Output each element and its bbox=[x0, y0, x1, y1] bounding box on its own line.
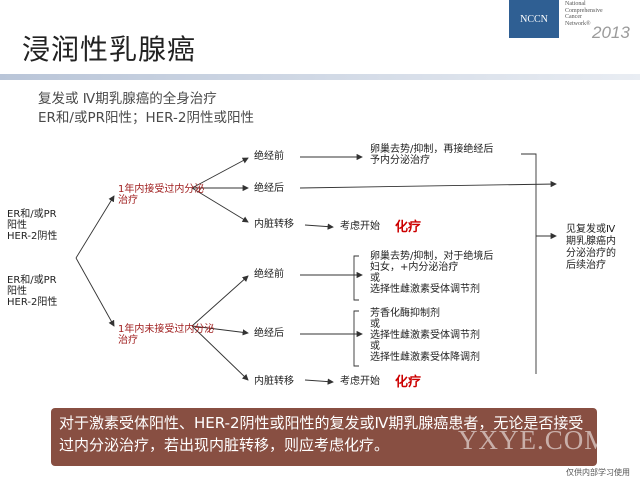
result-lower-premenopausal: 卵巢去势/抑制，对于绝境后 妇女，+内分泌治疗 或 选择性雌激素受体调节剂 bbox=[370, 251, 494, 295]
result-upper-premenopausal: 卵巢去势/抑制，再接绝经后 予内分泌治疗 bbox=[370, 144, 494, 166]
subtitle-line-2: ER和/或PR阳性；HER-2阴性或阳性 bbox=[38, 110, 254, 126]
watermark-text: YXYE.COM bbox=[458, 425, 610, 455]
node-upper-premenopausal: 绝经前 bbox=[254, 151, 284, 162]
highlight-chemo-upper: 化疗 bbox=[395, 220, 422, 235]
subtitle-line-1: 复发或 Ⅳ期乳腺癌的全身治疗 bbox=[38, 91, 217, 107]
node-upper-postmenopausal: 绝经后 bbox=[254, 183, 284, 194]
guideline-year: 2013 bbox=[592, 23, 630, 42]
bracket-lower-pre bbox=[353, 255, 359, 301]
bracket-lower-post bbox=[353, 310, 359, 367]
title-divider bbox=[0, 74, 640, 80]
branch-no-endocrine-within-year: 1年内未接受过内分泌 治疗 bbox=[118, 324, 215, 346]
connector-root-upper bbox=[75, 195, 115, 259]
nccn-logo-box: NCCN bbox=[509, 0, 559, 38]
nccn-org-name: National Comprehensive Cancer Network® bbox=[565, 1, 603, 27]
connector-upper-visceral bbox=[191, 187, 249, 223]
node-lower-postmenopausal: 绝经后 bbox=[254, 328, 284, 339]
highlight-chemo-lower: 化疗 bbox=[395, 375, 422, 390]
footer-note: 仅供内部学习使用 bbox=[566, 468, 630, 477]
connector-lower-pre bbox=[191, 275, 249, 327]
bracket-right bbox=[521, 153, 537, 374]
connector-upper-post-result bbox=[299, 180, 557, 189]
slide-subtitle: 复发或 Ⅳ期乳腺癌的全身治疗 ER和/或PR阳性；HER-2阴性或阳性 bbox=[38, 90, 254, 128]
branch-endocrine-within-year: 1年内接受过内分泌 治疗 bbox=[118, 184, 205, 206]
node-lower-visceral: 内脏转移 bbox=[254, 376, 294, 387]
page-title: 浸润性乳腺癌 bbox=[22, 33, 197, 66]
result-lower-visceral: 考虑开始 bbox=[340, 376, 380, 387]
node-lower-premenopausal: 绝经前 bbox=[254, 269, 284, 280]
result-lower-postmenopausal: 芳香化酶抑制剂 或 选择性雌激素受体调节剂 或 选择性雌激素受体降调剂 bbox=[370, 308, 480, 363]
connector-upper-visceral-result bbox=[304, 223, 334, 230]
root-label-her2-positive: ER和/或PR 阳性 HER-2阳性 bbox=[7, 275, 58, 308]
followup-therapy-note: 见复发或Ⅳ 期乳腺癌内 分泌治疗的 后续治疗 bbox=[566, 224, 616, 271]
nccn-logo: NCCN National Comprehensive Cancer Netwo… bbox=[509, 0, 640, 46]
connector-lower-visceral bbox=[191, 325, 249, 381]
connector-lower-visceral-result bbox=[304, 378, 334, 385]
node-upper-visceral: 内脏转移 bbox=[254, 219, 294, 230]
result-upper-visceral: 考虑开始 bbox=[340, 221, 380, 232]
connector-upper-pre bbox=[191, 157, 249, 189]
connector-lower-post bbox=[191, 325, 249, 336]
result-upper-visceral-text: 考虑开始 bbox=[340, 221, 380, 232]
connector-root-lower bbox=[75, 257, 115, 327]
root-label-her2-negative: ER和/或PR 阳性 HER-2阴性 bbox=[7, 209, 58, 242]
summary-caption: 对于激素受体阳性、HER-2阴性或阳性的复发或Ⅳ期乳腺癌患者，无论是否接受过内分… bbox=[51, 408, 597, 466]
